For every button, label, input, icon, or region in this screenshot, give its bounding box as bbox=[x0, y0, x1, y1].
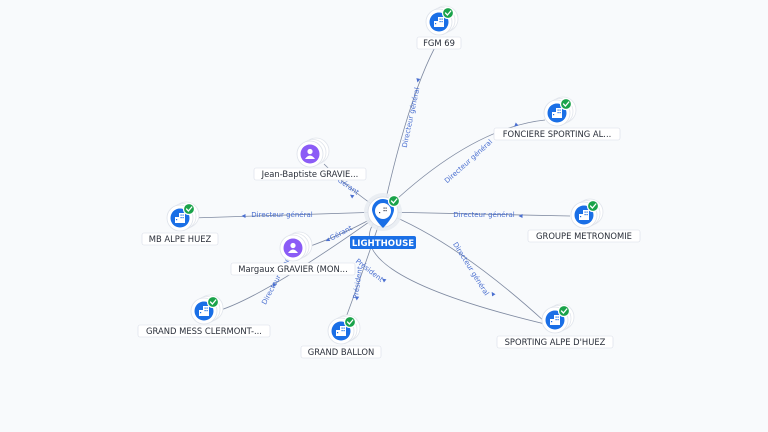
person-icon bbox=[288, 242, 298, 253]
edge-label: Directeur général bbox=[451, 241, 490, 297]
node-label-box bbox=[141, 232, 219, 246]
node-label-box bbox=[493, 127, 621, 141]
node-margaux[interactable]: Margaux GRAVIER (MON... bbox=[230, 231, 356, 276]
edge-arrow-icon bbox=[241, 214, 246, 218]
node-sporting[interactable]: SPORTING ALPE D'HUEZ bbox=[496, 303, 614, 349]
center-label: LIGHTHOUSE bbox=[352, 239, 414, 249]
node-label-box bbox=[496, 335, 614, 349]
edge-arrow-icon bbox=[355, 296, 360, 301]
edge-line bbox=[191, 211, 384, 219]
edge-sporting[interactable]: Directeur général bbox=[382, 211, 546, 323]
building-icon bbox=[552, 108, 562, 118]
edge-label: Directeur général bbox=[453, 211, 514, 219]
node-label-box bbox=[230, 262, 356, 276]
node-label-box bbox=[416, 36, 462, 50]
center-label-box bbox=[350, 236, 416, 249]
edge-arrow-icon bbox=[514, 122, 519, 127]
node-label: MB ALPE HUEZ bbox=[149, 234, 212, 244]
node-jbgravier[interactable]: Jean-Baptiste GRAVIE... bbox=[253, 137, 367, 181]
node-label: GRAND MESS CLERMONT-... bbox=[146, 326, 262, 336]
edge-metronomie[interactable]: Directeur général bbox=[382, 211, 571, 219]
edge-line bbox=[382, 211, 571, 217]
node-label: SPORTING ALPE D'HUEZ bbox=[505, 337, 606, 347]
edge-arrow-icon bbox=[416, 78, 421, 83]
node-label-box bbox=[527, 229, 641, 243]
edge-line bbox=[382, 119, 546, 213]
building-icon bbox=[434, 17, 444, 27]
person-icon bbox=[305, 148, 315, 159]
node-fonciere[interactable]: FONCIERE SPORTING AL... bbox=[493, 96, 621, 141]
verified-icon bbox=[586, 199, 600, 213]
edge-arrow-icon bbox=[272, 282, 277, 288]
node-label: FONCIERE SPORTING AL... bbox=[503, 129, 612, 139]
edge-label: Directeur général bbox=[401, 87, 422, 149]
building-icon bbox=[336, 326, 346, 336]
edge-line bbox=[213, 211, 384, 313]
building-icon bbox=[550, 315, 560, 325]
edge-arrow-icon bbox=[382, 278, 387, 283]
verified-icon bbox=[343, 315, 357, 329]
node-label-box bbox=[300, 345, 382, 359]
building-icon bbox=[175, 213, 185, 223]
node-label: GROUPE METRONOMIE bbox=[536, 231, 632, 241]
verified-icon bbox=[182, 202, 196, 216]
edge-arrow-icon bbox=[325, 237, 331, 242]
node-label-box bbox=[137, 324, 271, 338]
edge-arrow-icon bbox=[518, 214, 523, 218]
edge-arrow-icon bbox=[349, 194, 355, 199]
edge-mbalpe[interactable]: Directeur général bbox=[191, 211, 384, 219]
node-grandmess[interactable]: GRAND MESS CLERMONT-... bbox=[137, 294, 271, 338]
node-label-box bbox=[253, 167, 367, 181]
node-mbalpe[interactable]: MB ALPE HUEZ bbox=[141, 201, 219, 246]
edge-arrow-icon bbox=[491, 291, 496, 297]
node-fgm69[interactable]: FGM 69 bbox=[416, 5, 462, 50]
edge-line bbox=[368, 211, 546, 325]
verified-icon bbox=[206, 295, 220, 309]
node-label: Margaux GRAVIER (MON... bbox=[238, 264, 348, 274]
verified-icon bbox=[559, 97, 573, 111]
building-icon bbox=[579, 210, 589, 220]
center-node[interactable]: LIGHTHOUSE bbox=[350, 193, 416, 249]
edge-line bbox=[382, 39, 440, 213]
node-label: GRAND BALLON bbox=[308, 347, 374, 357]
edge-label: Directeur général bbox=[443, 138, 494, 185]
edge-label: Directeur général bbox=[251, 211, 312, 219]
node-label: FGM 69 bbox=[423, 38, 455, 48]
node-grandballon[interactable]: GRAND BALLON bbox=[300, 314, 382, 359]
building-icon bbox=[378, 206, 388, 216]
verified-icon bbox=[387, 194, 401, 208]
building-icon bbox=[199, 306, 209, 316]
verified-icon bbox=[557, 304, 571, 318]
node-metronomie[interactable]: GROUPE METRONOMIE bbox=[527, 198, 641, 243]
verified-icon bbox=[441, 6, 455, 20]
nodes-layer: FGM 69 FONCIERE SPORTING AL... Jean-Baptis… bbox=[137, 5, 641, 359]
edge-line bbox=[382, 211, 546, 323]
node-label: Jean-Baptiste GRAVIE... bbox=[261, 169, 359, 179]
